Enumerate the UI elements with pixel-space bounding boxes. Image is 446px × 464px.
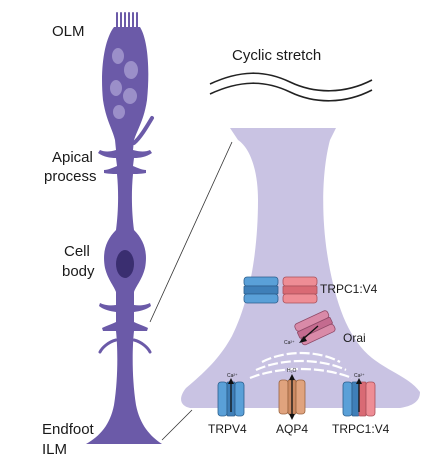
endfoot-zoom [181, 128, 420, 408]
orai-channel [294, 310, 336, 346]
muller-cell [86, 12, 162, 444]
label-cell-1: Cell [64, 243, 90, 260]
cyclic-stretch-label: Cyclic stretch [232, 47, 321, 64]
microvilli [116, 12, 138, 29]
zoom-line-bottom [161, 409, 193, 441]
trpc1v4-bottom-channel [342, 378, 376, 417]
label-trpc1v4-top: TRPC1:V4 [320, 282, 378, 296]
lower-branch-left [98, 338, 118, 354]
ion-ca-trpv4: Ca²⁺ [227, 373, 238, 379]
trpv4-channel [217, 378, 245, 417]
aqp4-channel [278, 374, 306, 420]
label-cell-2: body [62, 263, 95, 280]
ion-ca-orai: Ca²⁺ [284, 340, 295, 346]
nucleus [116, 250, 134, 278]
label-olm: OLM [52, 23, 85, 40]
stretch-waves [209, 72, 373, 102]
granules [110, 48, 138, 119]
cell-outline [86, 27, 162, 444]
apical-branch [132, 116, 154, 145]
ion-h2o: H₂O [287, 368, 297, 374]
ion-ca-trpc: Ca²⁺ [354, 373, 365, 379]
label-apical-1: Apical [52, 149, 93, 166]
label-trpc1v4-bottom: TRPC1:V4 [332, 422, 390, 436]
label-endfoot-1: Endfoot [42, 421, 95, 438]
label-aqp4: AQP4 [276, 422, 308, 436]
label-trpv4: TRPV4 [208, 422, 247, 436]
label-apical-2: process [44, 168, 97, 185]
membrane-arcs [249, 351, 353, 380]
trpc1v4-top-channel [243, 276, 318, 304]
zoom-line-top [149, 141, 233, 323]
orai-arrowhead [299, 336, 307, 343]
label-endfoot-2: ILM [42, 441, 67, 458]
lower-branch-right [132, 338, 152, 354]
label-orai: Orai [343, 331, 366, 345]
